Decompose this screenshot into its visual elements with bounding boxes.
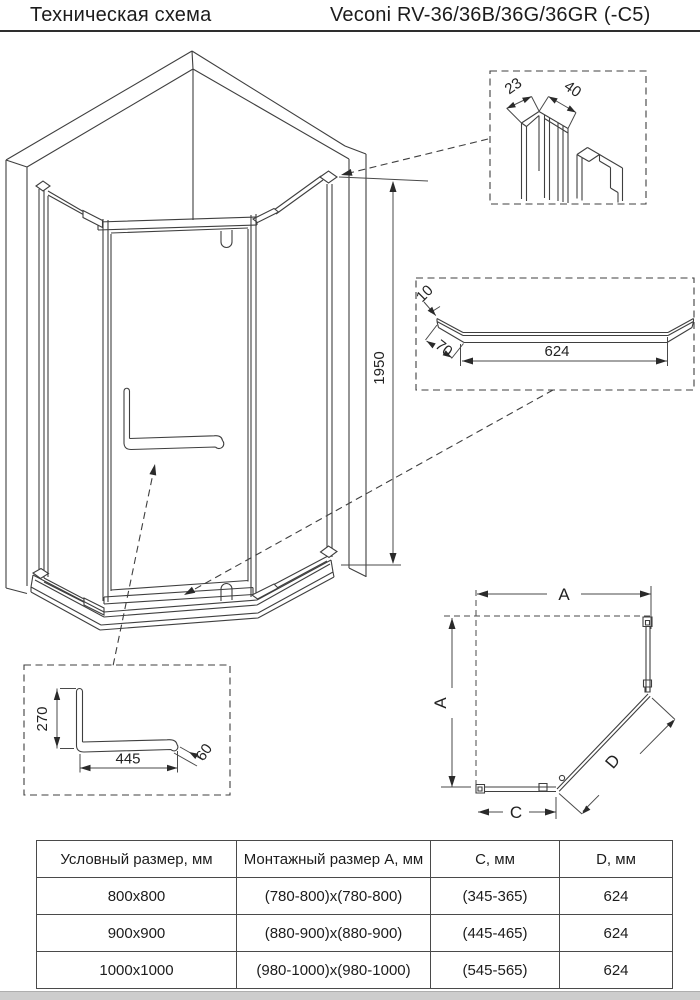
col-header-nominal-size: Условный размер, мм	[36, 840, 237, 878]
cell-c: (345-365)	[430, 877, 560, 915]
handle-offset-value: 60	[193, 741, 216, 764]
cell-d: 624	[559, 951, 673, 989]
rail-length-value: 624	[544, 343, 569, 360]
technical-drawing: 1950 23 40	[0, 0, 700, 822]
plan-view: A A	[431, 585, 675, 822]
shower-enclosure	[31, 171, 337, 630]
cell-nominal: 800x800	[36, 877, 237, 915]
size-table: Условный размер, мм Монтажный размер А, …	[36, 840, 673, 989]
plan-d-label: D	[602, 751, 624, 773]
profile-detail-box: 23 40	[490, 71, 646, 204]
table-row: 800x800 (780-800)x(780-800) (345-365) 62…	[36, 877, 673, 915]
cell-nominal: 900x900	[36, 914, 237, 952]
towel-handle	[124, 388, 224, 449]
handle-length-value: 445	[115, 751, 140, 768]
height-value: 1950	[371, 351, 388, 384]
table-row: 900x900 (880-900)x(880-900) (445-465) 62…	[36, 914, 673, 952]
door-top-pivot	[221, 230, 232, 248]
page-header: Техническая схема Veconi RV-36/36B/36G/3…	[0, 0, 700, 32]
cell-mounting: (880-900)x(880-900)	[236, 914, 431, 952]
right-wall-profile	[320, 171, 337, 558]
cell-mounting: (980-1000)x(980-1000)	[236, 951, 431, 989]
right-side-panel	[274, 176, 327, 589]
top-frame-bar	[83, 209, 279, 231]
bottom-frame-bar	[84, 584, 278, 615]
left-side-panel	[44, 191, 86, 603]
height-dimension: 1950	[339, 177, 428, 565]
bottom-edge-band	[0, 991, 700, 1000]
cell-mounting: (780-800)x(780-800)	[236, 877, 431, 915]
detail-leaders	[113, 139, 553, 666]
handle-detail-box: 270 445 60	[24, 665, 230, 795]
shower-tray	[31, 560, 334, 630]
model-title: Veconi RV-36/36B/36G/36GR (-C5)	[330, 4, 651, 26]
plan-door	[557, 694, 650, 791]
door-bottom-pivot	[221, 584, 232, 602]
col-header-mounting-size: Монтажный размер А, мм	[236, 840, 431, 878]
cell-d: 624	[559, 877, 673, 915]
room-walls	[6, 51, 366, 594]
glass-profile-section	[577, 148, 623, 203]
cell-nominal: 1000x1000	[36, 951, 237, 989]
left-wall-profile	[33, 181, 50, 579]
handle-height-value: 270	[34, 706, 51, 731]
table-header-row: Условный размер, мм Монтажный размер А, …	[36, 840, 673, 878]
handle-section	[77, 689, 178, 753]
cell-c: (445-465)	[430, 914, 560, 952]
shower-door	[111, 228, 248, 601]
page-title: Техническая схема	[30, 4, 212, 26]
plan-c-label: C	[510, 803, 522, 822]
col-header-c: С, мм	[430, 840, 560, 878]
cell-d: 624	[559, 914, 673, 952]
plan-right-panel	[643, 617, 652, 692]
front-corner-posts	[103, 214, 256, 602]
cell-c: (545-565)	[430, 951, 560, 989]
profile-width-value: 40	[561, 78, 584, 101]
profile-depth-value: 23	[502, 75, 525, 98]
plan-depth-label: A	[431, 697, 450, 709]
bottom-rail-detail-box: 10 70 624	[413, 278, 694, 390]
rail-wing-value: 70	[432, 337, 456, 361]
bottom-rail-section	[437, 319, 694, 343]
plan-bottom-panel	[476, 784, 556, 794]
table-row: 1000x1000 (980-1000)x(980-1000) (545-565…	[36, 951, 673, 989]
plan-width-label: A	[558, 585, 570, 604]
col-header-d: D, мм	[559, 840, 673, 878]
wall-profile-section	[522, 112, 569, 204]
